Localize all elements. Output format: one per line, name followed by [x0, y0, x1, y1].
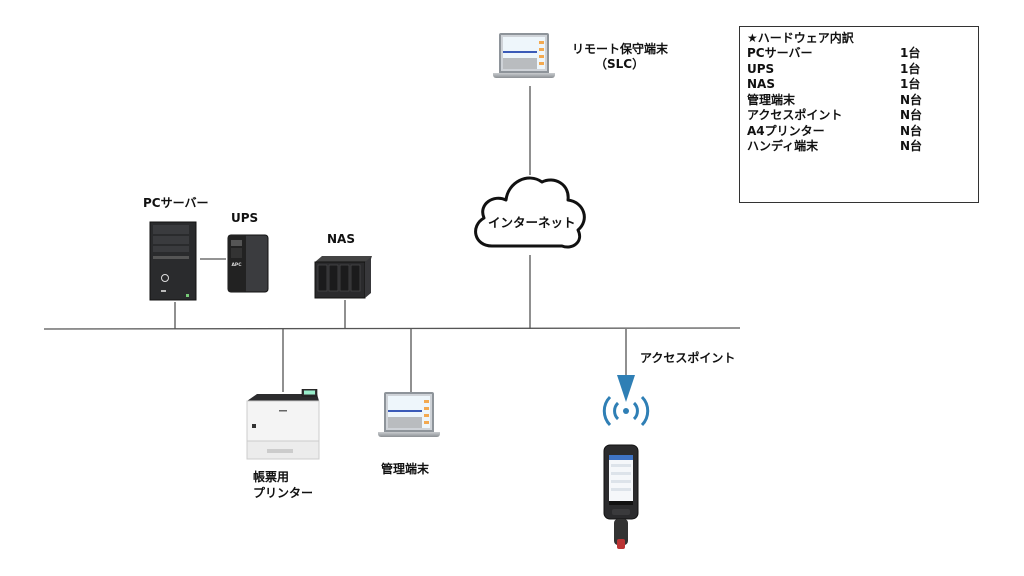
- hardware-item-name: ハンディ端末: [747, 139, 819, 153]
- hardware-item-count: 1台: [900, 46, 921, 60]
- access-point-wireless-icon: [602, 375, 650, 427]
- hardware-list-box: ★ハードウェア内訳 PCサーバー 1台 UPS 1台 NAS 1台 管理端末 N…: [739, 26, 979, 203]
- remote-terminal-laptop-icon: [493, 33, 555, 79]
- nas-device-icon: [314, 256, 372, 299]
- pc-server-label: PCサーバー: [143, 196, 209, 210]
- hardware-list-row: UPS 1台: [747, 62, 971, 78]
- hardware-list-row: NAS 1台: [747, 77, 971, 93]
- ups-device-icon: APC: [227, 234, 269, 293]
- hardware-item-name: A4プリンター: [747, 123, 825, 138]
- hardware-list-row: PCサーバー 1台: [747, 46, 971, 62]
- ups-label: UPS: [231, 211, 259, 225]
- printer-label-line2: プリンター: [253, 486, 314, 500]
- hardware-list-row: 管理端末 N台: [747, 93, 971, 109]
- nas-label: NAS: [327, 232, 355, 246]
- lan-backbone: [43, 327, 741, 330]
- internet-cloud-icon: [474, 176, 586, 249]
- remote-terminal-sublabel: （SLC）: [595, 57, 645, 71]
- admin-terminal-laptop-icon: [378, 392, 440, 438]
- hardware-item-count: N台: [900, 108, 923, 122]
- hardware-item-count: N台: [900, 139, 923, 153]
- remote-terminal-label: リモート保守端末: [572, 42, 669, 56]
- printer-icon: [246, 389, 320, 460]
- hardware-item-name: NAS: [747, 77, 775, 91]
- printer-label-line1: 帳票用: [253, 470, 290, 484]
- admin-terminal-label: 管理端末: [381, 462, 430, 476]
- hardware-item-count: N台: [900, 92, 923, 107]
- hardware-list-row: アクセスポイント N台: [747, 108, 971, 124]
- hardware-item-name: UPS: [747, 61, 775, 76]
- hardware-list-row: A4プリンター N台: [747, 124, 971, 140]
- hardware-list-title: ★ハードウェア内訳: [747, 31, 854, 45]
- hardware-item-name: PCサーバー: [747, 46, 813, 60]
- hardware-item-name: 管理端末: [747, 92, 796, 107]
- ups-brand-mark: APC: [231, 262, 242, 268]
- hardware-item-count: 1台: [900, 77, 921, 91]
- hardware-item-count: 1台: [900, 61, 921, 76]
- internet-label: インターネット: [488, 215, 576, 230]
- hardware-item-name: アクセスポイント: [747, 108, 843, 122]
- access-point-label: アクセスポイント: [640, 351, 736, 365]
- hardware-list-row: ハンディ端末 N台: [747, 139, 971, 155]
- pc-server-tower-icon: [149, 221, 197, 301]
- hardware-item-count: N台: [900, 123, 923, 138]
- handy-terminal-icon: [603, 444, 639, 549]
